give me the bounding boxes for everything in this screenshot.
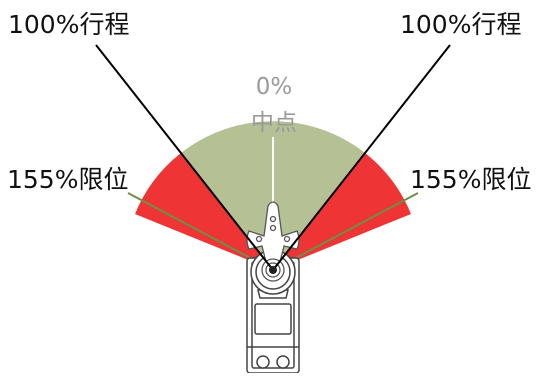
left-limit-sector bbox=[135, 153, 273, 270]
right-travel-line bbox=[272, 44, 451, 271]
servo-icon bbox=[246, 249, 300, 374]
right-limit-line bbox=[272, 192, 419, 271]
right-travel-label: 100%行程 bbox=[400, 10, 522, 39]
pivot-point bbox=[269, 266, 277, 274]
left-limit-line bbox=[127, 192, 274, 271]
center-percent-label: 0% bbox=[255, 74, 293, 100]
left-travel-line bbox=[95, 44, 274, 271]
left-travel-label: 100%行程 bbox=[8, 10, 130, 39]
right-limit-sector bbox=[273, 153, 411, 270]
right-limit-label: 155%限位 bbox=[410, 165, 532, 194]
center-name-label: 中点 bbox=[251, 110, 297, 136]
left-limit-label: 155%限位 bbox=[7, 165, 129, 194]
